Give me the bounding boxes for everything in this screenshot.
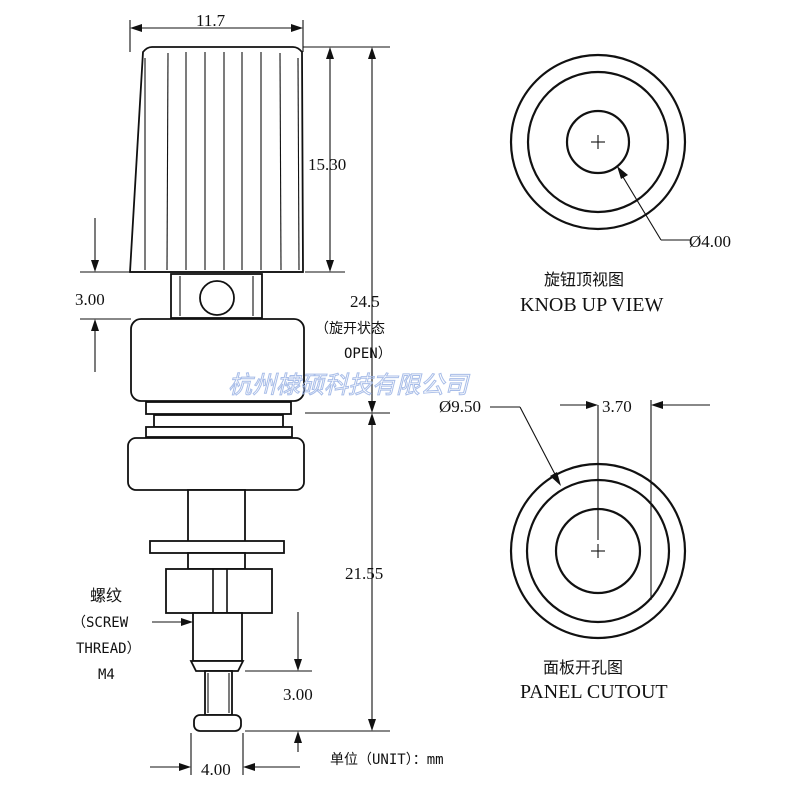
dim-lower-length: 21.55 <box>345 564 383 583</box>
knob-view-title-en: KNOB UP VIEW <box>520 294 663 316</box>
dim-panel-outer: Ø9.50 <box>439 397 481 416</box>
lower-collar-body <box>127 437 305 491</box>
dim-knob-hole: Ø4.00 <box>689 232 731 251</box>
neck-with-hole <box>170 273 263 319</box>
thread-label-en-1: （SCREW <box>72 615 129 631</box>
knob-body <box>129 46 304 273</box>
state-label-cn: （旋开状态 <box>315 321 385 337</box>
dim-tip-height: 3.00 <box>283 685 313 704</box>
dim-tip-width: 4.00 <box>201 760 231 779</box>
shaft-lower <box>187 552 246 570</box>
dim-gap: 3.00 <box>75 290 105 309</box>
thread-size: M4 <box>98 667 115 683</box>
upper-washer <box>145 401 292 415</box>
thread-label-en-2: THREAD） <box>76 641 141 657</box>
upper-collar <box>130 318 305 402</box>
panel-view-title-en: PANEL CUTOUT <box>520 681 668 703</box>
dim-panel-offset: 3.70 <box>602 397 632 416</box>
dim-knob-height: 15.30 <box>308 155 346 174</box>
dim-open-length: 24.5 <box>350 292 380 311</box>
panel-washer <box>149 540 285 554</box>
shaft <box>187 489 246 543</box>
binding-post-side-view <box>127 46 305 732</box>
dimension-lines <box>80 20 390 775</box>
state-label-en: OPEN） <box>344 346 392 362</box>
dim-knob-width: 11.7 <box>196 11 226 30</box>
lower-collar <box>145 426 293 438</box>
thread-label-cn: 螺纹 <box>90 586 122 605</box>
thread <box>189 612 245 732</box>
company-watermark: 杭州棣硕科技有限公司 <box>228 371 470 399</box>
panel-cutout-view <box>490 400 710 640</box>
unit-label: 单位（UNIT）：mm <box>330 752 444 768</box>
spacer <box>153 414 284 428</box>
hex-nut <box>165 568 273 614</box>
panel-view-title-cn: 面板开孔图 <box>543 658 623 677</box>
knob-view-title-cn: 旋钮顶视图 <box>544 270 624 289</box>
knob-up-view <box>509 53 690 241</box>
